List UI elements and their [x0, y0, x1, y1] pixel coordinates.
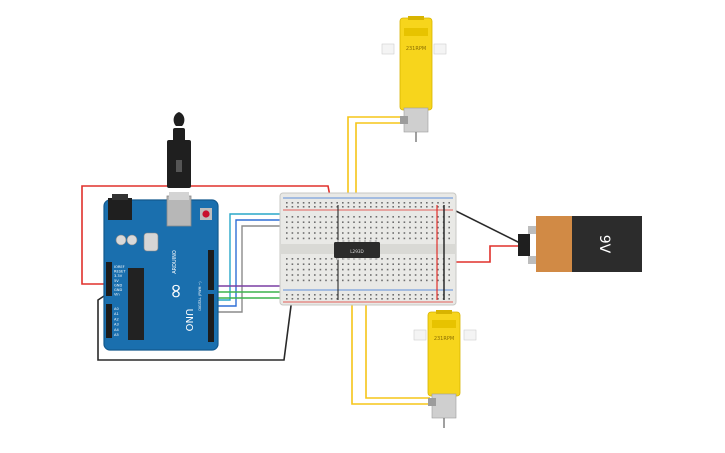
- power-pin-label-4: GND: [114, 283, 122, 287]
- battery-body: [572, 216, 642, 272]
- arduino-brand-text: ARDUINO: [172, 250, 178, 274]
- power-pin-label-6: Vin: [114, 293, 120, 297]
- arduino-logo-icon: ∞: [163, 283, 187, 300]
- dc-motor-bottom[interactable]: 231RPM: [413, 310, 477, 428]
- motor-bottom-terminal: [428, 398, 436, 406]
- digital-header-high[interactable]: [208, 250, 214, 290]
- dc-motor-top[interactable]: 231RPM: [381, 16, 447, 142]
- motor-top-tab-right: [433, 43, 447, 55]
- chip-pins: [337, 240, 377, 260]
- power-pin-label-2: 3.3V: [114, 274, 123, 278]
- motor-top-tab-left: [381, 43, 395, 55]
- capacitor-2: [126, 234, 138, 246]
- analog-header[interactable]: [106, 304, 112, 338]
- motor-top-cap: [408, 16, 424, 20]
- motor-top-terminal: [400, 116, 408, 124]
- motor-top-rib: [404, 28, 428, 36]
- arduino-model-text: UNO: [183, 309, 194, 332]
- motor-bottom-cap: [436, 310, 452, 314]
- crystal-oscillator: [143, 232, 159, 252]
- motor-bottom-rpm-label: 231RPM: [434, 336, 454, 342]
- analog-pin-label-4: A4: [114, 328, 119, 332]
- motor-driver-chip[interactable]: L293D: [334, 240, 380, 260]
- analog-pin-label-2: A2: [114, 317, 119, 321]
- analog-pin-label-0: A0: [114, 307, 119, 311]
- motor-bottom-tab-right: [463, 329, 477, 341]
- wire-yellow-motor-bottom-a[interactable]: [351, 262, 430, 405]
- battery-terminal-negative: [528, 256, 542, 264]
- power-header[interactable]: [106, 262, 112, 296]
- atmega-chip: [128, 268, 144, 340]
- capacitor-1: [115, 234, 127, 246]
- wire-yellow-motor-bottom-b[interactable]: [365, 262, 430, 399]
- power-pin-label-0: IOREF: [114, 265, 125, 269]
- battery-cap: [536, 216, 574, 272]
- digital-header-low[interactable]: [208, 294, 214, 342]
- power-pin-label-3: 5V: [114, 279, 119, 283]
- analog-pin-label-1: A1: [114, 312, 119, 316]
- motor-top-rpm-label: 231RPM: [406, 46, 426, 52]
- dc-jack-icon[interactable]: [108, 194, 132, 220]
- power-pin-label-5: GND: [114, 288, 122, 292]
- battery-label: 9V: [596, 235, 612, 254]
- wire-black-arduino-gnd[interactable]: [97, 291, 293, 361]
- analog-pin-label-5: A5: [114, 333, 119, 337]
- battery-terminal-positive: [528, 226, 542, 234]
- battery-clip: [518, 234, 530, 256]
- usb-connector-icon[interactable]: [166, 112, 192, 227]
- motor-bottom-rib: [432, 320, 456, 328]
- motor-bottom-tab-left: [413, 329, 427, 341]
- chip-body: [334, 242, 380, 258]
- reset-button-icon[interactable]: [200, 208, 212, 220]
- battery-9v[interactable]: 9V: [518, 216, 642, 272]
- digital-header-label: DIGITAL (PWM ~): [198, 281, 202, 311]
- analog-pin-label-3: A3: [114, 323, 119, 327]
- power-pin-label-1: RESET: [114, 270, 126, 274]
- chip-label: L293D: [350, 249, 364, 254]
